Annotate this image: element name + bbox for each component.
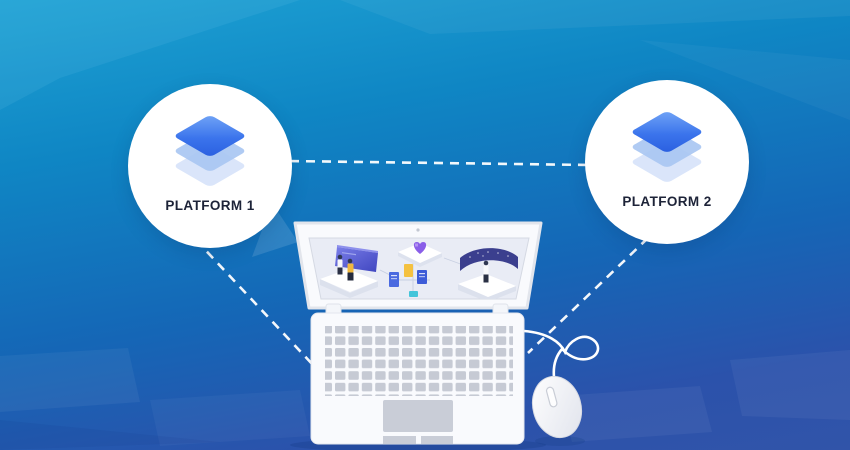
mouse-illustration: [531, 375, 583, 439]
mouse-cable: [522, 329, 600, 384]
trackpad-button-left: [383, 436, 416, 444]
mouse-scroll-slot: [545, 386, 558, 408]
mouse-shadow: [535, 436, 585, 446]
platform-2-node: PLATFORM 2: [585, 80, 749, 244]
person-3: [483, 260, 489, 283]
platform-1-node: PLATFORM 1: [128, 84, 292, 248]
person-1: [337, 254, 343, 275]
curved-screen: [460, 248, 518, 271]
connector-platform1-platform2: [209, 158, 668, 168]
trackpad-button-right: [421, 436, 453, 444]
platform-1-label: PLATFORM 1: [165, 198, 255, 213]
webcam-dot: [416, 228, 420, 232]
connector-platform2-laptop: [527, 237, 649, 354]
connector-platform1-laptop: [195, 239, 315, 367]
laptop-screen-scene: [320, 242, 518, 299]
laptop-trackpad: [383, 400, 453, 432]
laptop-keyboard: [325, 326, 513, 396]
layers-icon: [173, 110, 247, 188]
person-2: [347, 258, 354, 281]
layers-icon: [630, 106, 704, 184]
laptop-illustration: [293, 221, 543, 445]
cards-group: [389, 264, 427, 297]
platform-2-label: PLATFORM 2: [622, 194, 712, 209]
